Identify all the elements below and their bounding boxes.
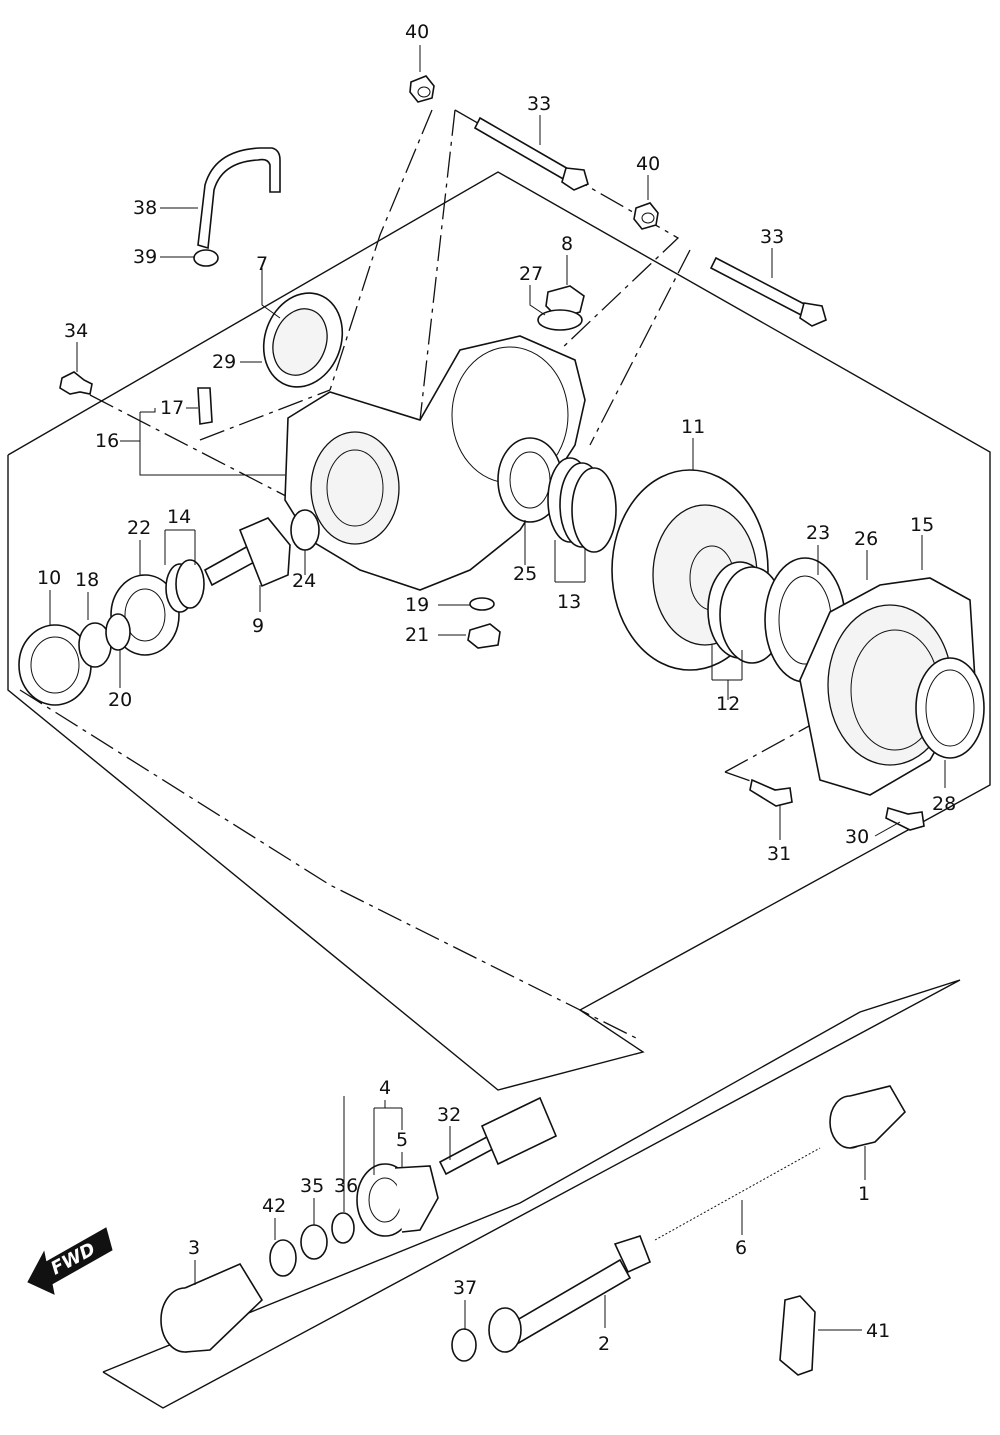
nut-part-35: [300, 1224, 328, 1260]
callout-33-second: 33: [760, 226, 784, 248]
coupler-part-4-5: [356, 1163, 439, 1237]
seal-part-28: [915, 657, 985, 759]
callout-39: 39: [133, 246, 157, 268]
callout-labels: 40 33 40 33 8 27 38 39 7 34 29 17 16 11 …: [37, 21, 956, 1355]
shims-part-13: [547, 457, 617, 553]
callout-18: 18: [75, 569, 99, 591]
callout-2: 2: [598, 1333, 610, 1355]
bolt-part-30: [885, 806, 925, 831]
callout-29: 29: [212, 351, 236, 373]
clip-part-41: [779, 1295, 816, 1376]
callout-15: 15: [910, 514, 934, 536]
callout-7: 7: [256, 253, 268, 275]
callout-12: 12: [716, 693, 740, 715]
collar-part-1: [829, 1085, 906, 1149]
callout-14: 14: [167, 506, 191, 528]
washer-part-36: [331, 1212, 355, 1244]
callout-21: 21: [405, 624, 429, 646]
spring-part-6: [654, 1147, 821, 1241]
callout-11: 11: [681, 416, 705, 438]
callout-19: 19: [405, 594, 429, 616]
callout-32: 32: [437, 1104, 461, 1126]
callout-5: 5: [396, 1129, 408, 1151]
shaft-part-32: [438, 1096, 558, 1176]
leader-lines: [49, 45, 946, 1331]
callout-24: 24: [292, 570, 316, 592]
seal-part-7-29: [262, 292, 344, 388]
callout-25: 25: [513, 563, 537, 585]
callout-13: 13: [557, 591, 581, 613]
callout-8: 8: [561, 233, 573, 255]
callout-9: 9: [252, 615, 264, 637]
callout-42: 42: [262, 1195, 286, 1217]
callout-22: 22: [127, 517, 151, 539]
pinion-gear-part-9: [203, 517, 291, 588]
o-ring-part-27: [537, 309, 583, 331]
bolt-part-33-second: [709, 256, 827, 327]
plug-part-21: [467, 623, 501, 649]
callout-35: 35: [300, 1175, 324, 1197]
lower-assembly-boundary: [102, 979, 961, 1409]
callout-34: 34: [64, 320, 88, 342]
bolt-part-31: [749, 778, 793, 807]
pin-part-17: [197, 387, 213, 425]
fwd-label: FWD: [47, 1239, 98, 1280]
callout-4: 4: [379, 1077, 391, 1099]
callout-20: 20: [108, 689, 132, 711]
callout-16: 16: [95, 430, 119, 452]
callout-40-second: 40: [636, 153, 660, 175]
callout-26: 26: [854, 528, 878, 550]
bearing-part-24: [290, 509, 320, 551]
o-ring-part-42: [269, 1239, 297, 1277]
housing-part-16: [284, 335, 586, 591]
callout-23: 23: [806, 522, 830, 544]
washer-part-19: [469, 597, 495, 611]
callout-33-top: 33: [527, 93, 551, 115]
callout-31: 31: [767, 843, 791, 865]
callout-40-top: 40: [405, 21, 429, 43]
callout-28: 28: [932, 793, 956, 815]
callout-3: 3: [188, 1237, 200, 1259]
shims-part-14: [165, 559, 205, 613]
callout-41: 41: [866, 1320, 890, 1342]
callout-38: 38: [133, 197, 157, 219]
callout-6: 6: [735, 1237, 747, 1259]
callout-1: 1: [858, 1183, 870, 1205]
nut-part-40-top: [409, 75, 435, 103]
callout-27: 27: [519, 263, 543, 285]
clamp-part-39: [193, 249, 219, 267]
callout-36: 36: [334, 1175, 358, 1197]
callout-30: 30: [845, 826, 869, 848]
callout-10: 10: [37, 567, 61, 589]
alignment-lines: [19, 109, 821, 1041]
bolt-part-33-top: [473, 116, 589, 191]
nut-part-40-second: [633, 202, 659, 230]
bolt-part-34: [59, 371, 93, 395]
shaft-part-2: [488, 1235, 652, 1353]
o-ring-part-20: [105, 613, 131, 651]
callout-17: 17: [160, 397, 184, 419]
fwd-arrow-icon: FWD: [27, 1227, 113, 1295]
o-ring-part-37: [451, 1328, 477, 1362]
coupler-part-3: [160, 1262, 264, 1353]
callout-37: 37: [453, 1277, 477, 1299]
hose-part-38: [197, 147, 281, 250]
